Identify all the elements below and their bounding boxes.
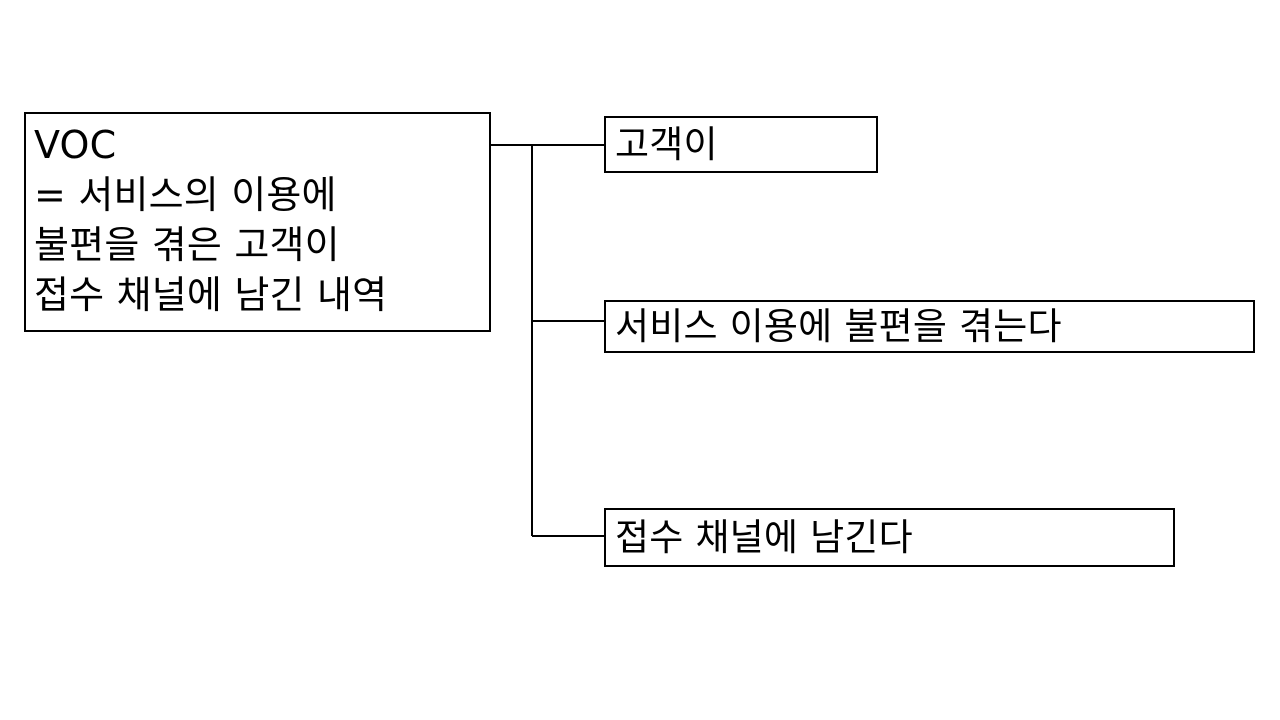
branch-label-channel: 접수 채널에 남긴다 <box>615 515 913 559</box>
branch-box-problem: 서비스 이용에 불편을 겪는다 <box>604 300 1255 353</box>
branch-label-problem: 서비스 이용에 불편을 겪는다 <box>615 304 1062 348</box>
branch-box-channel: 접수 채널에 남긴다 <box>604 508 1175 567</box>
branch-label-subject: 고객이 <box>615 122 718 166</box>
branch-box-subject: 고객이 <box>604 116 878 173</box>
voc-definition-box: VOC = 서비스의 이용에 불편을 겪은 고객이 접수 채널에 남긴 내역 <box>24 112 491 332</box>
voc-definition-text: VOC = 서비스의 이용에 불편을 겪은 고객이 접수 채널에 남긴 내역 <box>34 123 388 317</box>
